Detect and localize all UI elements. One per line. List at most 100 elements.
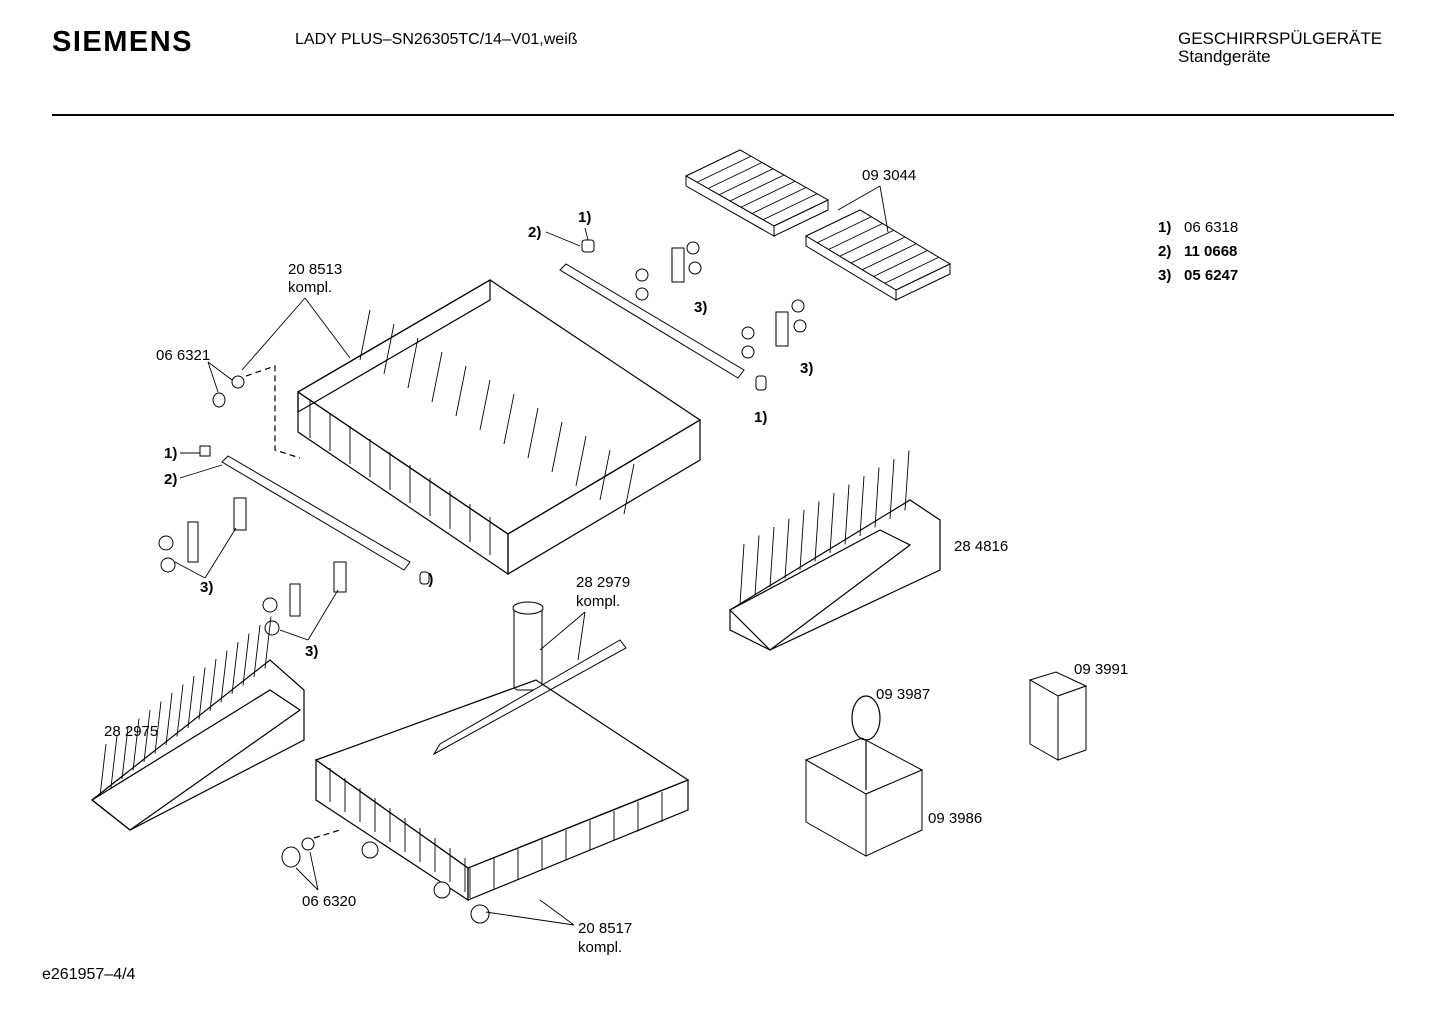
cutlery-basket-insert — [1028, 671, 1088, 761]
part-legend: 1) 06 6318 2) 11 0668 3) 05 6247 — [1158, 216, 1238, 288]
leader-line — [207, 361, 233, 393]
legend-key: 3) — [1158, 267, 1172, 284]
basket-tine — [383, 323, 395, 375]
upper-basket — [296, 278, 702, 576]
shelf-wire — [873, 250, 928, 277]
marker-3: 3) — [800, 360, 813, 377]
rack-tine — [829, 492, 835, 554]
spray-arm — [432, 601, 627, 756]
category-line-1: GESCHIRRSPÜLGERÄTE — [1178, 29, 1383, 48]
basket-tine — [407, 337, 419, 389]
leader-line — [837, 185, 889, 233]
shelf-wire — [707, 162, 763, 189]
basket-tine — [479, 379, 491, 431]
basket-tine — [551, 421, 563, 473]
rack-tine — [874, 467, 880, 528]
leader-line — [241, 297, 351, 371]
part-label-066321: 06 6321 — [156, 347, 210, 364]
rail-right — [559, 263, 745, 379]
rack-tine — [904, 450, 910, 511]
legend-value: 06 6318 — [1184, 219, 1239, 236]
rack-tine — [209, 658, 217, 712]
rack-tine — [154, 701, 162, 754]
leader-line — [485, 899, 575, 926]
clip — [419, 571, 430, 585]
roller-wheel — [212, 392, 226, 408]
marker-3: 3) — [305, 643, 318, 660]
shelf-wire — [762, 193, 818, 221]
basket-tine — [599, 449, 611, 501]
shelf-wire — [828, 223, 883, 250]
marker-3: 3) — [694, 299, 707, 316]
part-label-093986: 09 3986 — [928, 810, 982, 827]
roller-axle — [231, 375, 245, 389]
shelf-wire — [751, 187, 807, 214]
roller-axle — [301, 837, 315, 851]
legend-row: 2) 11 0668 — [1158, 240, 1238, 264]
shelf-wire — [696, 155, 752, 183]
part-label-208517: 20 8517 — [578, 920, 632, 937]
brand-logo: SIEMENS — [52, 26, 194, 58]
rack-tine — [264, 616, 272, 669]
rack-tine — [242, 633, 250, 686]
basket-tine — [575, 435, 587, 487]
model-title: LADY PLUS–SN26305TC/14–V01,weiß — [295, 31, 578, 48]
rack-tine — [739, 543, 745, 605]
rack-tine — [187, 675, 195, 729]
rack-tine — [859, 475, 865, 537]
roller-wheel — [281, 846, 301, 868]
shelf-wire — [839, 229, 894, 257]
plate-insert-rack — [729, 450, 941, 651]
leader-line — [545, 227, 589, 247]
marker-2: 2) — [164, 471, 177, 488]
basket-tine — [455, 365, 467, 417]
leader-line — [179, 464, 223, 479]
lower-basket — [314, 679, 690, 902]
rack-tine — [844, 484, 850, 545]
rack-tine — [799, 509, 805, 571]
clip — [199, 445, 211, 457]
basket-tine — [359, 309, 371, 361]
shelf-wire — [862, 243, 917, 271]
shelf-wire — [740, 180, 796, 208]
rack-tine — [814, 501, 820, 562]
drawing-code: e261957–4/4 — [42, 966, 136, 983]
legend-value: 11 0668 — [1184, 243, 1238, 260]
part-label-kompl: kompl. — [576, 593, 620, 610]
rack-tine — [889, 458, 895, 520]
leader-line — [539, 611, 586, 661]
rail-left — [221, 455, 411, 571]
cutlery-shelf-lower — [804, 209, 952, 301]
basket-tine — [623, 463, 635, 515]
rack-tine — [110, 735, 118, 788]
part-label-284816: 28 4816 — [954, 538, 1008, 555]
basket-tine — [503, 393, 515, 445]
legend-row: 3) 05 6247 — [1158, 264, 1238, 288]
rack-tine — [121, 726, 129, 780]
roller-bracket-group — [741, 299, 807, 359]
rack-tine — [253, 624, 261, 678]
assembly-dashed-line — [313, 829, 341, 839]
leader-line — [295, 851, 319, 891]
rack-tine — [165, 692, 173, 746]
rack-tine — [231, 641, 239, 695]
legend-key: 2) — [1158, 243, 1172, 260]
category-heading: GESCHIRRSPÜLGERÄTE Standgeräte — [1178, 30, 1382, 66]
roller-bracket-group — [635, 241, 702, 301]
rack-tine — [143, 709, 151, 763]
rack-tine — [769, 526, 775, 588]
legend-value: 05 6247 — [1184, 267, 1239, 284]
clip — [755, 375, 767, 391]
marker-2: 2) — [528, 224, 541, 241]
fold-down-tines-rack — [90, 616, 305, 831]
legend-key: 1) — [1158, 219, 1172, 236]
lower-basket-wheel — [361, 841, 379, 859]
part-label-208513: 20 8513 — [288, 261, 342, 278]
part-label-093991: 09 3991 — [1074, 661, 1128, 678]
cutlery-shelf-upper — [684, 149, 830, 237]
lower-basket-wheel — [470, 904, 490, 924]
shelf-wire — [729, 174, 785, 202]
part-label-093044: 09 3044 — [862, 167, 916, 184]
rack-tine — [132, 718, 140, 771]
rack-tine — [784, 518, 790, 579]
